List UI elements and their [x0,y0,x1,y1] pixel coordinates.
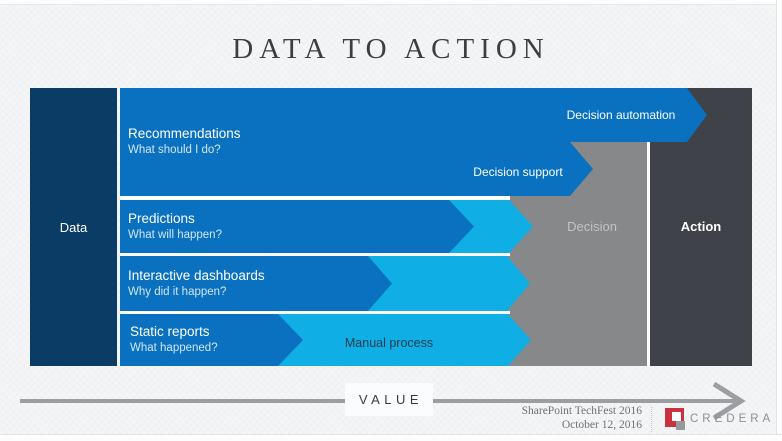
footer-event: SharePoint TechFest 2016 [521,405,642,417]
slide-right-edge [776,0,782,441]
footer-divider [651,407,652,432]
value-axis-label: VALUE [358,392,424,407]
credera-logo-gray-square [676,421,685,430]
stage-question: Why did it happen? [128,285,227,298]
predictions-arrow-shape [120,200,474,253]
footer-date: October 12, 2016 [561,419,642,431]
data-column-shape [30,88,117,366]
stage-question: What happened? [130,342,218,355]
action-label: Action [680,219,722,234]
row-separator [120,311,510,314]
value-arrow-head-icon [712,381,746,421]
stage-static-reports: Static reports What happened? [130,314,218,366]
row-separator [120,253,510,256]
manual-process-label: Manual process [344,336,434,350]
stage-recommendations: Recommendations What should I do? [128,88,241,196]
stage-question: What will happen? [128,228,222,241]
decision-action-divider [647,142,650,366]
decision-label: Decision [567,219,617,234]
stage-interactive-dashboards: Interactive dashboards Why did it happen… [128,256,265,311]
static-reports-arrow-shape [120,314,303,366]
stage-label: Recommendations [128,126,241,142]
footer-event-info: SharePoint TechFest 2016 October 12, 201… [522,404,642,432]
slide-top-edge [0,0,782,5]
stage-label: Interactive dashboards [128,267,265,283]
slide-title: DATA TO ACTION [232,33,550,65]
row-separator [120,196,510,200]
value-axis-label-box: VALUE [345,383,433,416]
stage-question: What should I do? [128,144,221,157]
credera-logo-inner-square [672,412,681,421]
stage-predictions: Predictions What will happen? [128,200,222,253]
credera-brand-name: CREDERA [690,413,775,425]
dashboards-arrow-shape [120,256,392,311]
decision-support-label: Decision support [473,165,563,179]
recommendations-arrow-shape [120,88,707,196]
data-column-label: Data [59,219,88,235]
decision-automation-label: Decision automation [566,108,676,122]
slide-bottom-edge [0,434,782,441]
stage-label: Predictions [128,210,195,226]
stage-label: Static reports [130,324,210,340]
